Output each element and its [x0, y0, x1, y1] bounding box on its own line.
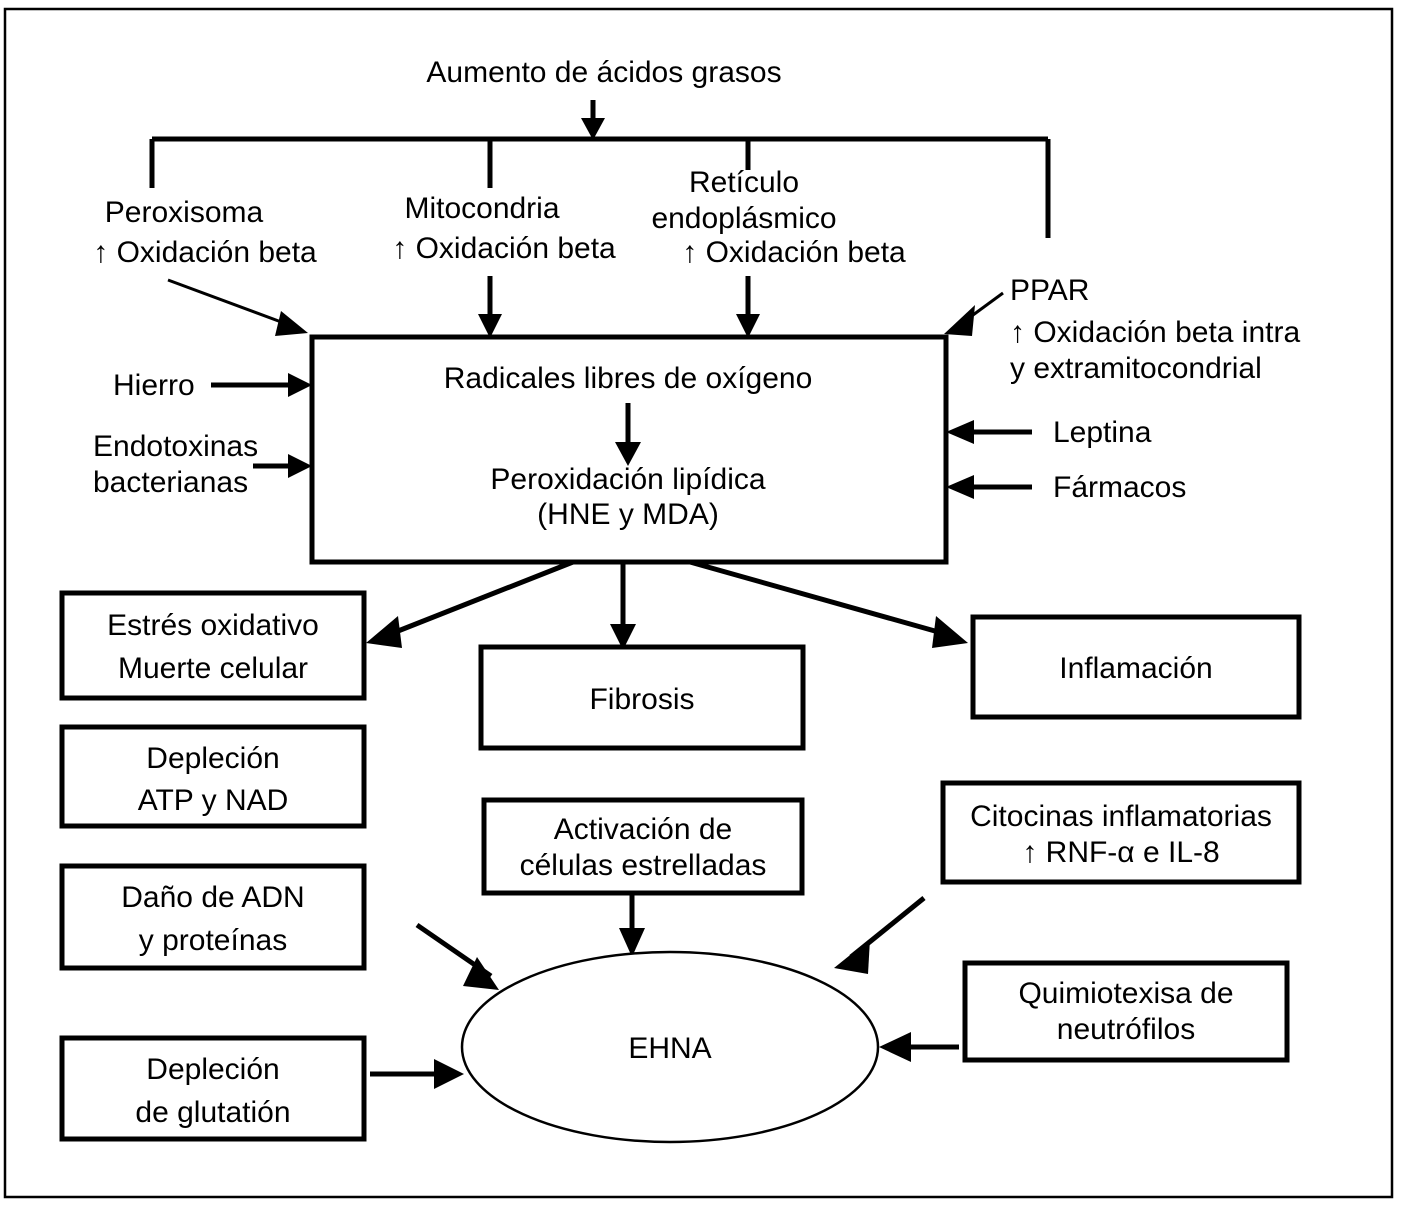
- arrow-fibrosis-head: [610, 624, 636, 650]
- input-endotoxinas-line1: Endotoxinas: [93, 430, 258, 463]
- box-atp-line1: Depleción: [146, 742, 279, 775]
- ehna-ellipse: [460, 950, 880, 1144]
- source-mitocondria-line2: ↑ Oxidación beta: [392, 232, 616, 265]
- top-arrow-head: [581, 118, 605, 140]
- main-box-line3: (HNE y MDA): [537, 498, 719, 531]
- source-peroxisoma-line2: ↑ Oxidación beta: [93, 236, 317, 269]
- top-node-label: Aumento de ácidos grasos: [426, 56, 781, 89]
- box-deplecion-glutation: [59, 1035, 367, 1142]
- box-dano-adn: [59, 863, 367, 971]
- box-estres-line1: Estrés oxidativo: [107, 609, 319, 642]
- box-adn-line1: Daño de ADN: [121, 881, 304, 914]
- arrow-activacion-head: [619, 928, 645, 957]
- arrow-mitocondria-head: [478, 314, 502, 338]
- arrow-quimiotexisa-head: [879, 1032, 911, 1062]
- arrow-estres-shaft: [392, 559, 574, 636]
- arrow-farmacos-head: [946, 475, 974, 499]
- input-endotoxinas-line2: bacterianas: [93, 466, 248, 499]
- arrow-glutation-head: [434, 1059, 464, 1089]
- arrow-citocinas-into-ehna-head: [834, 939, 870, 974]
- source-reticulo-line2: endoplásmico: [651, 202, 836, 235]
- main-box-line1: Radicales libres de oxígeno: [444, 362, 813, 395]
- arrow-endotoxinas-head: [288, 454, 312, 478]
- box-estres-line2: Muerte celular: [118, 652, 308, 685]
- box-deplecion-atp-nad: [59, 724, 367, 829]
- arrow-peroxisoma-head: [275, 311, 308, 336]
- source-peroxisoma-line1: Peroxisoma: [105, 196, 264, 229]
- source-mitocondria-line1: Mitocondria: [404, 192, 559, 225]
- input-farmacos-label: Fármacos: [1053, 471, 1186, 504]
- arrow-inflamacion-shaft: [689, 559, 943, 636]
- arrow-ppar-head: [944, 305, 975, 336]
- box-inflamacion-label: Inflamación: [1059, 652, 1212, 685]
- box-citocinas: [940, 780, 1302, 885]
- box-activacion-line1: Activación de: [554, 813, 732, 846]
- ppar-line2: ↑ Oxidación beta intra: [1010, 316, 1300, 349]
- arrow-hierro-head: [288, 373, 312, 397]
- box-fibrosis: [478, 644, 806, 751]
- ppar-line1: PPAR: [1010, 274, 1089, 307]
- box-inflamacion: [970, 614, 1302, 720]
- box-quimiotexisa-line2: neutrófilos: [1057, 1013, 1195, 1046]
- arrow-inflamacion-head: [932, 616, 968, 648]
- figure-border: [3, 7, 1394, 1199]
- box-activacion-celulas: [481, 797, 805, 896]
- box-fibrosis-label: Fibrosis: [589, 683, 694, 716]
- ehna-label: EHNA: [628, 1032, 711, 1065]
- main-box-inner-arrow-head: [615, 442, 641, 466]
- box-citocinas-line1: Citocinas inflamatorias: [970, 800, 1272, 833]
- input-hierro-label: Hierro: [113, 369, 195, 402]
- box-quimiotexisa: [962, 960, 1290, 1063]
- main-box-line2: Peroxidación lipídica: [490, 463, 765, 496]
- box-quimiotexisa-line1: Quimiotexisa de: [1018, 977, 1233, 1010]
- ppar-line3: y extramitocondrial: [1010, 352, 1262, 385]
- arrow-left-into-ehna-head: [463, 957, 499, 990]
- box-glutation-line1: Depleción: [146, 1053, 279, 1086]
- box-adn-line2: y proteínas: [139, 924, 287, 957]
- source-reticulo-line3: ↑ Oxidación beta: [682, 236, 906, 269]
- box-atp-line2: ATP y NAD: [138, 784, 289, 817]
- input-leptina-label: Leptina: [1053, 416, 1152, 449]
- arrow-estres-head: [366, 616, 402, 648]
- source-reticulo-line1: Retículo: [689, 166, 799, 199]
- arrow-reticulo-head: [736, 314, 760, 338]
- box-glutation-line2: de glutatión: [135, 1096, 290, 1129]
- arrow-peroxisoma-shaft: [167, 278, 293, 328]
- box-activacion-line2: células estrelladas: [520, 849, 767, 882]
- box-citocinas-line2: ↑ RNF-α e IL-8: [1022, 836, 1219, 869]
- arrow-leptina-head: [946, 420, 974, 444]
- box-estres-oxidativo: [59, 590, 367, 701]
